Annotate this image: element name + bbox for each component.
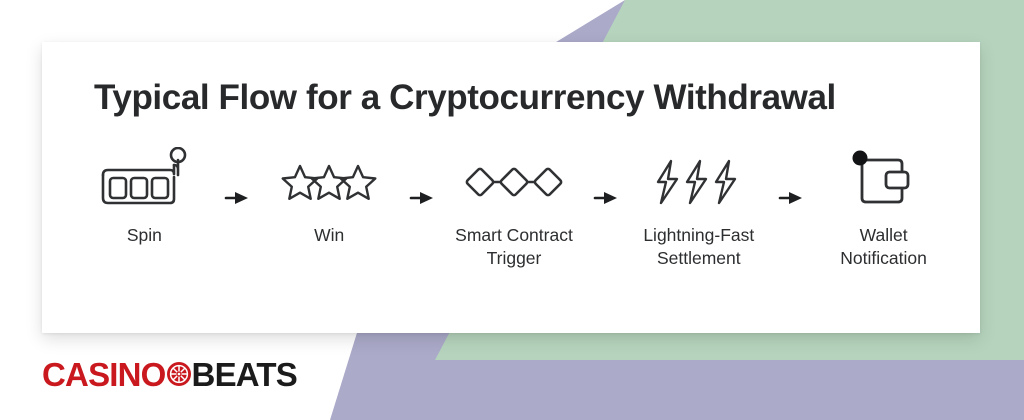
logo-text-beats: BEATS	[191, 356, 298, 393]
flow-step-label: Wallet Notification	[840, 225, 927, 269]
flow-step-win: Win	[257, 146, 402, 247]
flow-step-spin: Spin	[72, 146, 217, 247]
flow-step-lightning-settlement: Lightning-Fast Settlement	[626, 146, 771, 271]
flow-step-wallet-notification: Wallet Notification	[811, 146, 956, 271]
casinobeats-logo: CASINO BEATS	[42, 356, 298, 393]
flow-step-label: Spin	[126, 225, 162, 245]
lightning-bolts-icon	[652, 146, 746, 218]
arrow-right-icon-3	[586, 146, 626, 206]
arrow-right-icon-1	[217, 146, 257, 206]
flow-step-smart-contract: Smart Contract Trigger	[442, 146, 587, 271]
arrow-right-icon-2	[402, 146, 442, 206]
flow-steps-row: Spin	[72, 146, 956, 271]
flow-step-label: Smart Contract Trigger	[455, 225, 573, 269]
blockchain-diamonds-icon	[464, 146, 564, 218]
slot-machine-icon	[98, 146, 190, 218]
page-title: Typical Flow for a Cryptocurrency Withdr…	[94, 78, 836, 117]
three-stars-icon	[280, 146, 378, 218]
flow-card: Typical Flow for a Cryptocurrency Withdr…	[42, 42, 980, 333]
wallet-notification-icon	[846, 146, 922, 218]
flow-step-label: Win	[314, 225, 345, 245]
flow-step-label: Lightning-Fast Settlement	[643, 225, 755, 269]
arrow-right-icon-4	[771, 146, 811, 206]
logo-text-casino: CASINO	[42, 356, 166, 393]
notification-dot	[852, 150, 868, 166]
roulette-wheel-icon	[166, 359, 192, 392]
